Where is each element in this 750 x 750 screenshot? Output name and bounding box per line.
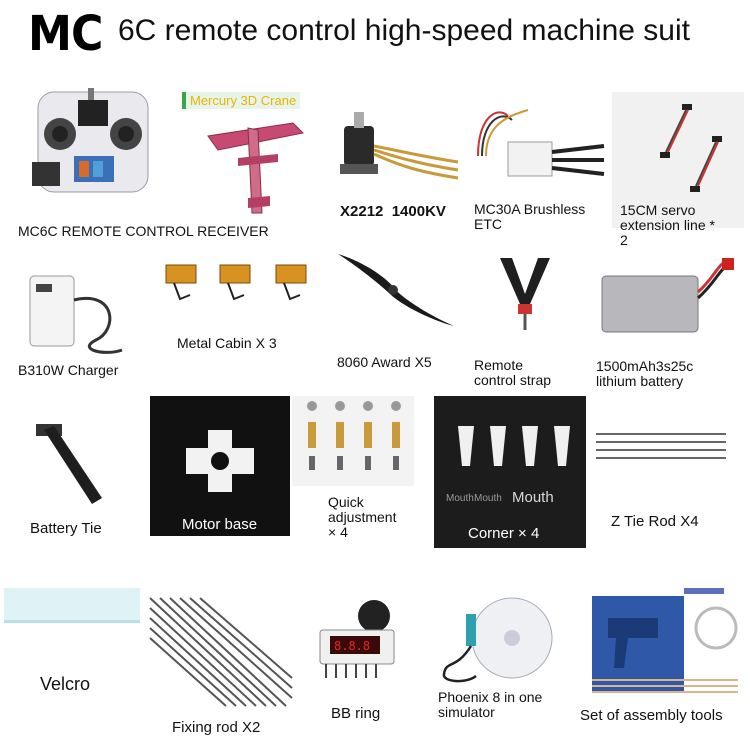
servo-extension-label-3: 2 [620,232,628,248]
svg-text:8.8.8: 8.8.8 [334,639,370,653]
motor-base-icon [186,430,254,492]
charger-label: B310W Charger [18,362,119,378]
battery-label-1: 1500mAh3s25c [596,358,694,374]
battery-image [598,252,738,338]
battery-tie-icon [36,424,102,504]
esc-label-1: MC30A Brushless [474,201,586,217]
simulator-image [436,590,562,686]
propeller-image [330,244,460,334]
servos-image [160,255,330,315]
motor-label: X2212 1400KV [340,203,446,220]
quick-adjust-label-1: Quick [328,494,364,510]
quick-adjust-icon [307,401,401,470]
simulator-icon [442,597,553,683]
charger-image [26,270,126,358]
servo-extension-image [612,92,744,228]
fixing-rod-image [146,594,296,712]
esc-icon [477,109,605,177]
corner-label: Corner × 4 [468,525,540,542]
corner-print-3: Mouth [512,489,554,506]
remote-control-icon [32,88,149,193]
velcro-image [4,588,140,623]
corner-print-2: Mouth [474,493,502,504]
brand-logo: MC [28,6,103,62]
quick-adjust-label-2: adjustment [328,509,397,525]
motor-base-label: Motor base [182,516,258,533]
page-title: 6C remote control high-speed machine sui… [118,14,690,47]
strap-label-2: control strap [474,372,552,388]
remote-label: MC6C REMOTE CONTROL RECEIVER [18,223,269,239]
bb-ring-image: 8.8.8 [304,596,410,686]
simulator-label-2: simulator [438,704,495,720]
corner-panel: Mouth Mouth Mouth [434,396,586,548]
quick-adjust-label-3: × 4 [328,524,348,540]
tie-rod-label: Z Tie Rod X4 [611,513,699,530]
plane-label: Mercury 3D Crane [182,92,301,109]
esc-label-2: ETC [474,216,502,232]
quick-adjust-image [292,396,414,486]
servos-icon [165,264,307,301]
tools-label: Set of assembly tools [580,707,723,724]
bb-ring-label: BB ring [331,705,381,722]
simulator-label-1: Phoenix 8 in one [438,689,543,705]
remote-control-image [30,86,155,201]
battery-tie-image [30,420,110,510]
servo-extension-label-1: 15CM servo [620,202,696,218]
bb-ring-icon: 8.8.8 [319,600,395,678]
motor-icon [340,112,459,180]
servo-extension-icon [660,104,722,192]
propeller-icon [338,254,454,326]
fixing-rod-icon [149,597,293,707]
plane-image: Mercury 3D Crane [178,88,338,228]
corner-icon [458,426,570,466]
strap-icon [500,258,550,330]
motor-image [330,106,460,192]
battery-tie-label: Battery Tie [30,520,102,537]
esc-image [468,96,608,196]
tools-icon [592,588,738,693]
servo-extension-label-2: extension line * [620,217,715,233]
motor-base-panel [150,396,290,536]
servos-label: Metal Cabin X 3 [177,335,277,351]
battery-icon [601,258,734,333]
fixing-rod-label: Fixing rod X2 [172,719,261,736]
charger-icon [29,275,123,354]
tie-rod-image [594,428,734,468]
battery-label-2: lithium battery [596,373,684,389]
tie-rod-icon [596,433,726,459]
velcro-label: Velcro [40,674,91,694]
tools-image [588,588,744,700]
corner-print-1: Mouth [446,493,474,504]
propeller-label: 8060 Award X5 [337,354,432,370]
strap-image [470,254,580,334]
strap-label-1: Remote [474,357,524,373]
plane-icon [207,122,305,214]
